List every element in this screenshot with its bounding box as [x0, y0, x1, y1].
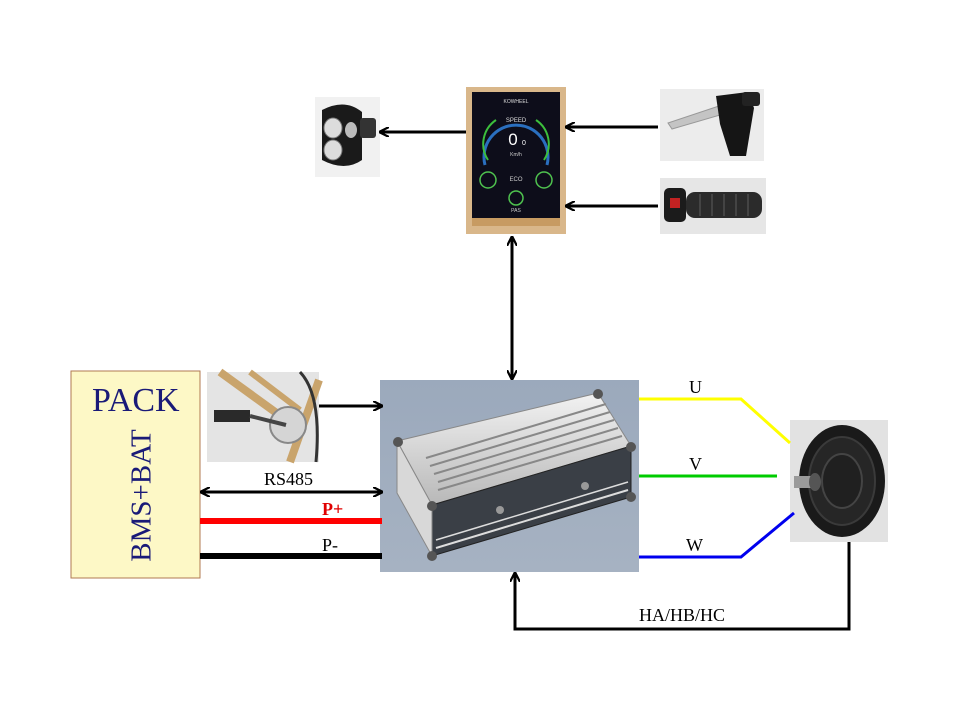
display-speed-label: SPEED	[506, 118, 527, 124]
headlight-image	[315, 97, 380, 177]
display-image: KOWHEEL SPEED 0 0 Km/h ECO PAS	[466, 87, 566, 234]
battery-pack-box	[70, 370, 201, 579]
display-speed-decimal: 0	[522, 140, 526, 147]
controller-image	[380, 380, 639, 572]
pedal-sensor-image	[207, 368, 323, 464]
hall-label: HA/HB/HC	[639, 605, 726, 625]
display-mode: ECO	[509, 177, 522, 183]
battery-title: PACK	[92, 382, 180, 419]
phase-w-label: W	[686, 535, 703, 555]
phase-u-label: U	[689, 377, 702, 397]
phase-v-label: V	[689, 454, 702, 474]
phase-u-wire	[639, 397, 792, 445]
display-pas-label: PAS	[511, 208, 521, 214]
throttle-image	[660, 178, 766, 234]
display-speed-unit: Km/h	[510, 152, 522, 158]
display-brand: KOWHEEL	[503, 99, 528, 105]
display-speed-value: 0	[508, 130, 517, 149]
rs485-label: RS485	[264, 469, 314, 489]
phase-w-wire	[639, 511, 795, 559]
brake-lever-image	[660, 89, 764, 161]
battery-subtitle: BMS+BAT	[125, 429, 158, 562]
hub-motor-image	[790, 420, 888, 542]
hall-sensor-line	[515, 542, 851, 631]
p-minus-label: P-	[322, 535, 339, 555]
p-plus-label: P+	[322, 499, 344, 519]
